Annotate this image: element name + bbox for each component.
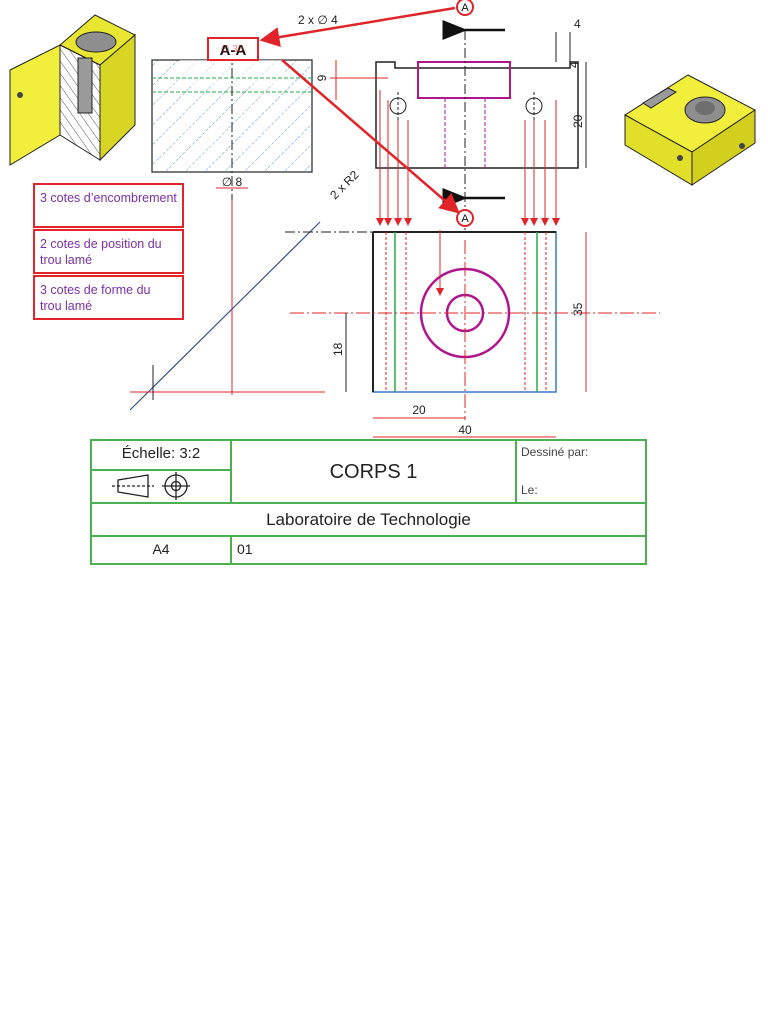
annotation-box-overall-dims xyxy=(33,183,184,228)
annotation-overall-dims-text: 3 cotes d’encombrement xyxy=(40,191,177,205)
isometric-render xyxy=(624,74,756,186)
top-view xyxy=(290,230,660,438)
dim-hole-diameter: ∅ 8 xyxy=(222,175,243,189)
section-label: A-A xyxy=(220,42,247,59)
dim-depth-35: 35 xyxy=(571,302,585,316)
title-block xyxy=(90,439,647,565)
cutting-plane-marker-bottom: A xyxy=(456,209,474,227)
dim-counterbore-diameter: ∅ 30 xyxy=(221,44,244,55)
fillet-label: 2 x R2 xyxy=(327,167,362,202)
projection-symbol-icon xyxy=(112,472,190,500)
dim-depth-9: 9 xyxy=(315,74,329,81)
dim-height-4: 4 xyxy=(567,61,581,68)
annotation-arrows xyxy=(259,6,460,214)
cutting-plane-letter-top: A xyxy=(461,2,469,14)
front-view xyxy=(375,20,587,230)
dim-height-20: 20 xyxy=(571,114,585,128)
annotation-box-shape-dims xyxy=(33,275,184,320)
dim-length-40: 40 xyxy=(458,423,472,437)
hole-count-label: 2 x ∅ 4 xyxy=(298,13,338,27)
dim-width-4: 4 xyxy=(574,17,581,31)
dim-position-18: 18 xyxy=(331,342,345,356)
dim-position-20: 20 xyxy=(412,403,426,417)
annotation-box-position-dims xyxy=(33,229,184,274)
isometric-section-render xyxy=(9,14,136,166)
projection-lines xyxy=(231,77,560,395)
miter-line xyxy=(129,221,373,411)
section-view-aa xyxy=(151,37,337,200)
cutting-plane-letter-bottom: A xyxy=(461,213,469,225)
cutting-plane-marker-top: A xyxy=(456,0,474,16)
